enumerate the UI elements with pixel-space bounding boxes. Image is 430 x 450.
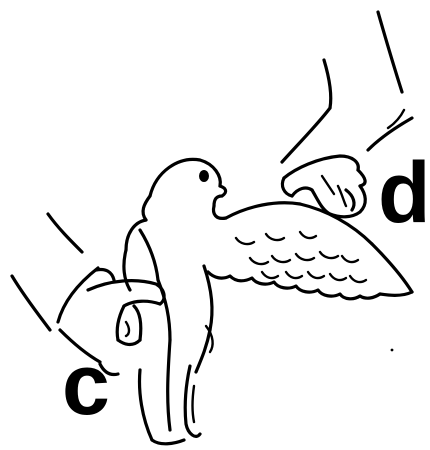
stray-mark [391, 349, 394, 352]
label-d: d [378, 150, 430, 236]
label-c: c [62, 342, 110, 428]
right-arm-sleeve [282, 12, 412, 162]
bird-eye [199, 170, 209, 182]
right-hand [282, 156, 365, 217]
